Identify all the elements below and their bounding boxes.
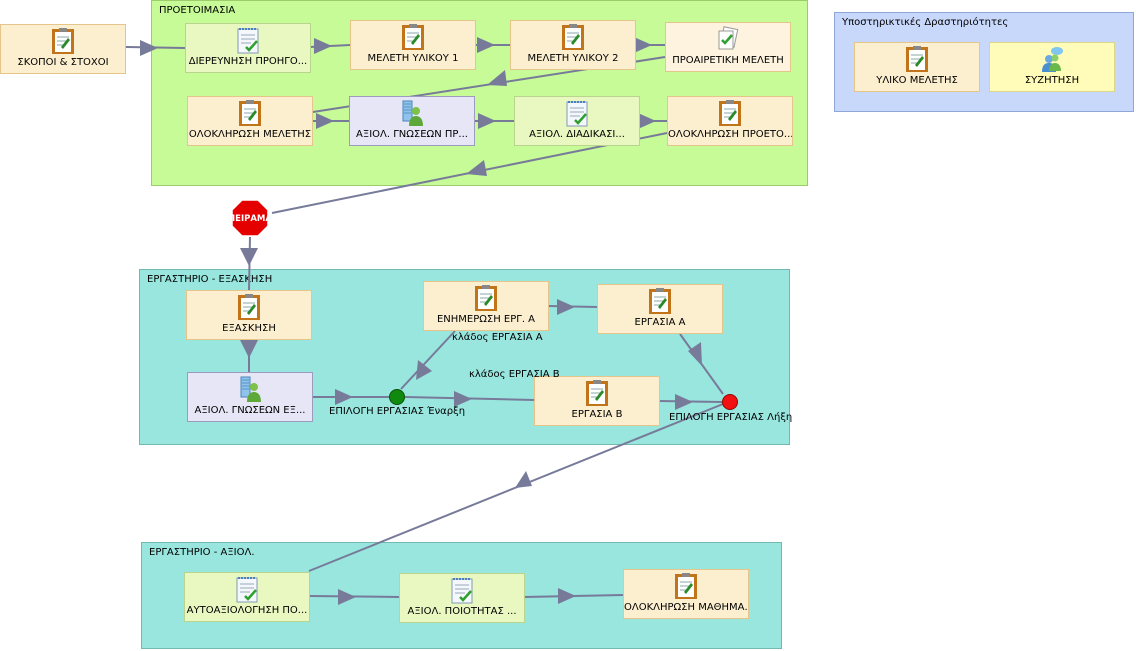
edge-arrow [140, 40, 158, 56]
node-label: ΕΡΓΑΣΙΑ Α [634, 317, 686, 328]
node-task-a[interactable]: ΕΡΓΑΣΙΑ Α [597, 284, 723, 334]
checklist-icon [237, 28, 259, 54]
edge-arrow [515, 471, 532, 488]
stop-sign-icon[interactable]: ΠΕΙΡΑΜΑ [231, 199, 269, 237]
node-goals[interactable]: ΣΚΟΠΟΙ & ΣΤΟΧΟΙ [0, 24, 126, 74]
node-study2[interactable]: ΜΕΛΕΤΗ ΥΛΙΚΟΥ 2 [510, 20, 636, 70]
edge-arrow [240, 340, 258, 358]
node-knowledge-eval[interactable]: ΑΞΙΟΛ. ΓΝΩΣΕΩΝ ΠΡ... [349, 96, 475, 146]
node-label: ΑΞΙΟΛ. ΓΝΩΣΕΩΝ ΕΞ... [194, 405, 306, 416]
node-label: ΕΝΗΜΕΡΩΣΗ ΕΡΓ. Α [436, 314, 536, 325]
stop-sign-label: ΠΕΙΡΑΜΑ [231, 214, 269, 224]
group-title: Υποστηρικτικές Δραστηριότητες [842, 17, 1009, 28]
edge-arrow [557, 299, 575, 315]
node-label: ΣΥΖΗΤΗΣΗ [1024, 75, 1080, 86]
group-title: ΠΡΟΕΤΟΙΜΑΣΙΑ [159, 5, 236, 16]
node-study-complete[interactable]: ΟΛΟΚΛΗΡΩΣΗ ΜΕΛΕΤΗΣ [187, 96, 313, 146]
node-label: ΕΞΑΣΚΗΣΗ [222, 323, 276, 334]
person-book-icon [402, 100, 423, 126]
branch-end-label: ΕΠΙΛΟΓΗ ΕΡΓΑΣΙΑΣ Λήξη [669, 412, 793, 423]
edge-arrow [335, 389, 353, 405]
notepad-icon [649, 288, 671, 314]
notepad-icon [475, 285, 497, 311]
node-study-material[interactable]: ΥΛΙΚΟ ΜΕΛΕΤΗΣ [854, 42, 980, 92]
node-label: ΜΕΛΕΤΗ ΥΛΙΚΟΥ 1 [367, 53, 459, 64]
node-task-b[interactable]: ΕΡΓΑΣΙΑ Β [534, 376, 660, 426]
branch-end-gate[interactable] [722, 394, 738, 410]
node-label: ΣΚΟΠΟΙ & ΣΤΟΧΟΙ [17, 57, 109, 68]
edge-arrow [688, 342, 702, 366]
node-label: ΕΡΓΑΣΙΑ Β [571, 409, 623, 420]
node-lesson-complete[interactable]: ΟΛΟΚΛΗΡΩΣΗ ΜΑΘΗΜΑ... [623, 569, 749, 619]
node-label: ΑΞΙΟΛ. ΓΝΩΣΕΩΝ ΠΡ... [356, 129, 468, 140]
edge-arrow [487, 70, 507, 86]
edge [400, 330, 456, 390]
node-label: ΠΡΟΑΙΡΕΤΙΚΗ ΜΕΛΕΤΗ [672, 55, 784, 66]
node-quality-eval[interactable]: ΑΞΙΟΛ. ΠΟΙΟΤΗΤΑΣ ... [399, 573, 525, 623]
node-label: ΥΛΙΚΟ ΜΕΛΕΤΗΣ [876, 75, 958, 86]
node-investigation[interactable]: ΔΙΕΡΕΥΝΗΣΗ ΠΡΟΗΓΟ... [185, 23, 311, 73]
node-label: ΟΛΟΚΛΗΡΩΣΗ ΜΕΛΕΤΗΣ [188, 129, 312, 140]
node-label: ΔΙΕΡΕΥΝΗΣΗ ΠΡΟΗΓΟ... [188, 56, 308, 67]
node-label: ΟΛΟΚΛΗΡΩΣΗ ΠΡΟΕΤΟ... [668, 129, 792, 140]
branch-start-gate[interactable] [389, 389, 405, 405]
notepad-icon [238, 294, 260, 320]
edge-arrow [314, 38, 332, 54]
branch-b-label: κλάδος ΕΡΓΑΣΙΑ Β [469, 369, 560, 380]
notepad-icon [402, 24, 424, 50]
node-study1[interactable]: ΜΕΛΕΤΗ ΥΛΙΚΟΥ 1 [350, 20, 476, 70]
edge-arrow [466, 160, 487, 176]
checklist-icon [566, 101, 588, 127]
edge-arrow [454, 391, 472, 407]
papers-check-icon [718, 26, 739, 50]
node-label: ΟΛΟΚΛΗΡΩΣΗ ΜΑΘΗΜΑ... [624, 602, 748, 613]
notepad-icon [906, 46, 928, 72]
notepad-icon [562, 24, 584, 50]
edge-arrow [675, 394, 693, 410]
node-label: ΜΕΛΕΤΗ ΥΛΙΚΟΥ 2 [527, 53, 619, 64]
node-label: ΑΞΙΟΛ. ΔΙΑΔΙΚΑΣΙ... [529, 129, 625, 140]
edge-arrow [477, 37, 495, 53]
notepad-icon [239, 100, 261, 126]
checklist-icon [451, 578, 473, 604]
checklist-icon [236, 577, 258, 603]
node-process-eval[interactable]: ΑΞΙΟΛ. ΔΙΑΔΙΚΑΣΙ... [514, 96, 640, 146]
edge-arrow [316, 113, 334, 129]
edge-arrow [634, 37, 652, 53]
chat-people-icon [1042, 47, 1063, 72]
node-discussion[interactable]: ΣΥΖΗΤΗΣΗ [989, 42, 1115, 92]
notepad-icon [719, 100, 741, 126]
edge-arrow [338, 589, 356, 605]
edge-arrow [240, 248, 258, 266]
notepad-icon [52, 28, 74, 54]
node-knowledge-eval-2[interactable]: ΑΞΙΟΛ. ΓΝΩΣΕΩΝ ΕΞ... [187, 372, 313, 422]
edge-arrow [478, 113, 496, 129]
notepad-icon [586, 380, 608, 406]
node-label: ΑΞΙΟΛ. ΠΟΙΟΤΗΤΑΣ ... [407, 606, 517, 617]
node-label: ΑΥΤΟΑΞΙΟΛΟΓΗΣΗ ΠΟ... [186, 605, 308, 616]
node-prep-complete[interactable]: ΟΛΟΚΛΗΡΩΣΗ ΠΡΟΕΤΟ... [667, 96, 793, 146]
node-update-a[interactable]: ΕΝΗΜΕΡΩΣΗ ΕΡΓ. Α [423, 281, 549, 331]
node-self-eval[interactable]: ΑΥΤΟΑΞΙΟΛΟΓΗΣΗ ΠΟ... [184, 572, 310, 622]
edge-arrow [558, 588, 576, 604]
group-title: ΕΡΓΑΣΤΗΡΙΟ - ΕΞΑΣΚΗΣΗ [147, 274, 273, 285]
branch-start-label: ΕΠΙΛΟΓΗ ΕΡΓΑΣΙΑΣ Έναρξη [329, 406, 466, 417]
edge-arrow [638, 113, 656, 129]
branch-a-label: κλάδος ΕΡΓΑΣΙΑ Α [452, 332, 543, 343]
person-book-icon [240, 376, 261, 402]
group-title: ΕΡΓΑΣΤΗΡΙΟ - ΑΞΙΟΛ. [149, 547, 255, 558]
node-practice[interactable]: ΕΞΑΣΚΗΣΗ [186, 290, 312, 340]
node-optional-study[interactable]: ΠΡΟΑΙΡΕΤΙΚΗ ΜΕΛΕΤΗ [665, 22, 791, 72]
notepad-icon [675, 573, 697, 599]
edge-arrow [416, 360, 432, 380]
